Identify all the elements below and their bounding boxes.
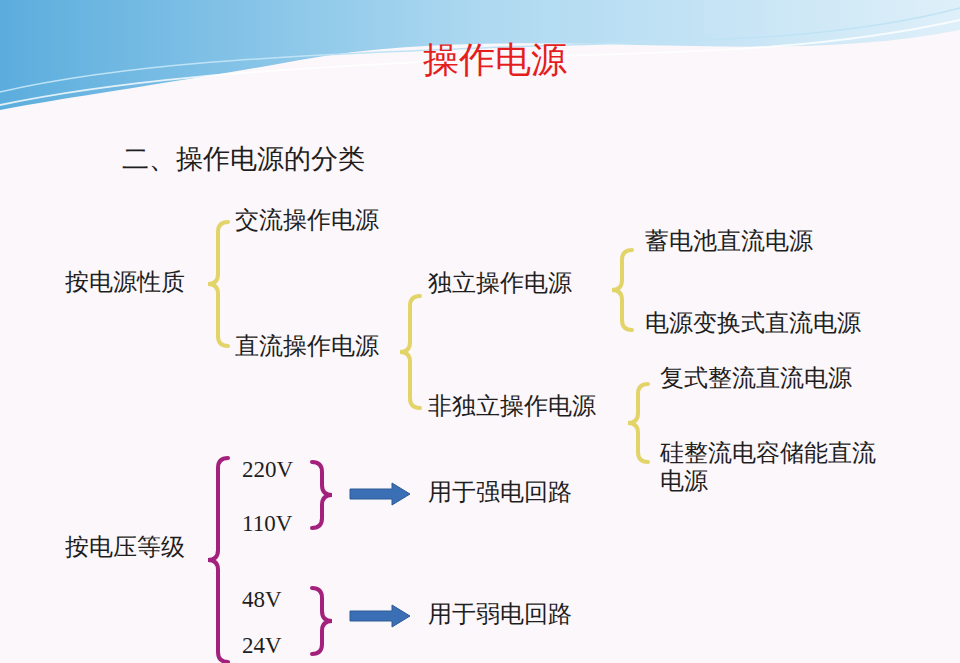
usage-note: 用于弱电回路 <box>428 600 572 629</box>
category-label: 电源变换式直流电源 <box>645 309 861 338</box>
category-label: 复式整流直流电源 <box>660 364 852 393</box>
voltage-value: 48V <box>242 586 282 614</box>
category-label: 蓄电池直流电源 <box>645 227 813 256</box>
bracket <box>312 462 332 528</box>
category-label: 硅整流电容储能直流电源 <box>660 440 878 495</box>
bracket <box>628 384 648 462</box>
bracket <box>612 250 632 330</box>
category-label: 直流操作电源 <box>235 332 379 361</box>
bracket <box>208 222 228 346</box>
voltage-value: 24V <box>242 632 282 660</box>
group-label: 按电源性质 <box>65 268 185 297</box>
category-label: 非独立操作电源 <box>428 392 596 421</box>
voltage-value: 110V <box>242 510 292 538</box>
category-label: 独立操作电源 <box>428 269 572 298</box>
group-label: 按电压等级 <box>65 533 185 562</box>
usage-note: 用于强电回路 <box>428 478 572 507</box>
bracket <box>400 296 420 408</box>
slide-title: 操作电源 <box>0 36 960 85</box>
category-label: 交流操作电源 <box>235 206 379 235</box>
bracket <box>208 458 228 662</box>
voltage-value: 220V <box>242 456 293 484</box>
bracket <box>312 588 332 654</box>
arrow <box>350 483 410 627</box>
section-heading: 二、操作电源的分类 <box>122 143 365 175</box>
